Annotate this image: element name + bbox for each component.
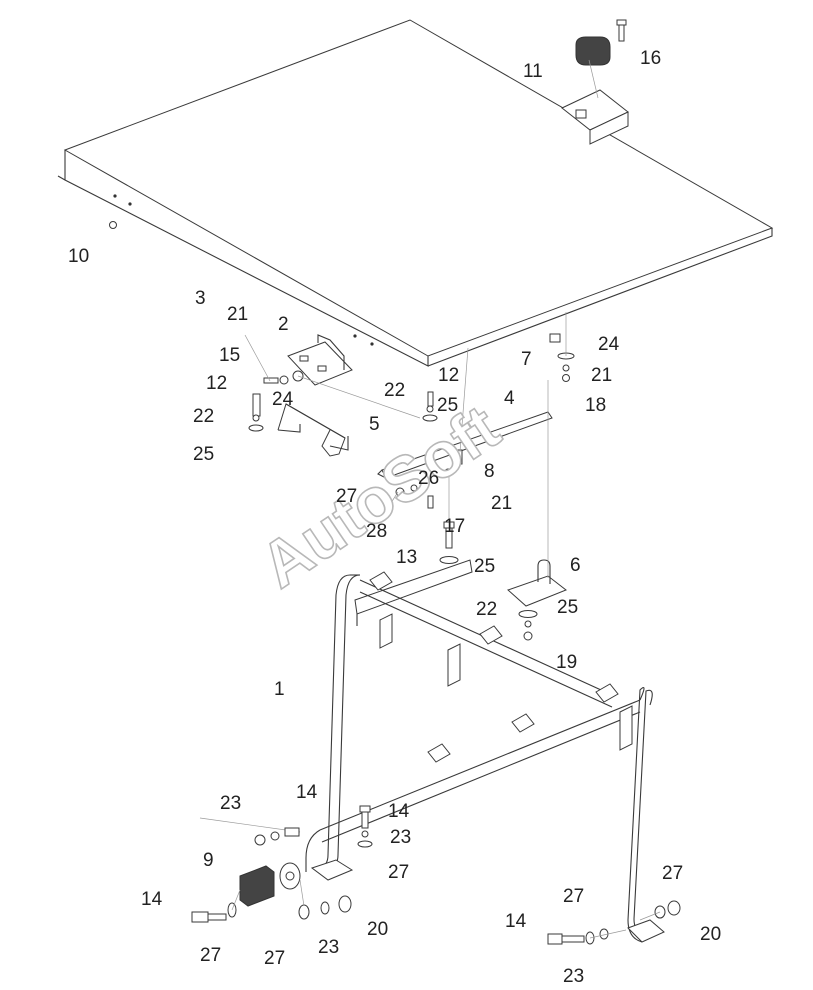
bolt-13 — [439, 472, 459, 564]
callout: 27 — [388, 862, 409, 883]
callout: 25 — [437, 395, 458, 416]
callout: 25 — [557, 597, 578, 618]
hinge-bracket-top — [561, 59, 629, 145]
callout: 23 — [318, 937, 339, 958]
bracket-5 — [277, 403, 349, 457]
callout: 17 — [444, 516, 465, 537]
callout: 20 — [700, 924, 721, 945]
callout-labels: 1 2 3 4 5 6 7 8 9 10 11 12 12 13 14 14 1… — [68, 48, 721, 987]
callout: 9 — [203, 850, 214, 871]
callout: 22 — [476, 599, 497, 620]
callout: 7 — [521, 349, 532, 370]
callout: 27 — [662, 863, 683, 884]
callout: 23 — [563, 966, 584, 987]
bolt-16 — [616, 19, 627, 42]
clamp-plate-6 — [507, 380, 567, 641]
callout: 14 — [388, 801, 410, 822]
callout: 12 — [206, 373, 227, 394]
callout: 21 — [491, 493, 512, 514]
callout: 27 — [563, 886, 584, 907]
callout: 6 — [570, 555, 581, 576]
callout: 3 — [195, 288, 206, 309]
hardware-lower-right — [547, 900, 681, 945]
callout: 27 — [336, 486, 357, 507]
callout: 23 — [220, 793, 241, 814]
hardware-left-cluster — [244, 334, 438, 432]
callout: 15 — [219, 345, 240, 366]
hardware-mid-cluster — [379, 468, 452, 521]
callout: 4 — [504, 388, 515, 409]
callout: 11 — [523, 61, 543, 82]
callout: 10 — [68, 246, 89, 267]
screw-10 — [109, 221, 117, 229]
callout: 27 — [264, 948, 285, 969]
callout: 16 — [640, 48, 661, 69]
callout: 5 — [369, 414, 380, 435]
callout: 25 — [193, 444, 214, 465]
callout: 20 — [367, 919, 388, 940]
callout: 12 — [438, 365, 459, 386]
callout: 22 — [193, 406, 214, 427]
block-9 — [239, 862, 301, 907]
callout: 27 — [200, 945, 221, 966]
rail-4 — [377, 347, 553, 479]
roof-panel — [57, 19, 774, 367]
callout: 24 — [598, 334, 620, 355]
callout: 13 — [396, 547, 417, 568]
callout: 26 — [418, 468, 439, 489]
callout: 14 — [141, 889, 163, 910]
callout: 21 — [591, 365, 612, 386]
hardware-lower-left — [191, 805, 373, 923]
callout: 19 — [556, 652, 577, 673]
callout: 22 — [384, 380, 405, 401]
callout: 8 — [484, 461, 495, 482]
callout: 28 — [366, 521, 387, 542]
callout: 2 — [278, 314, 289, 335]
callout: 1 — [274, 679, 285, 700]
callout: 14 — [505, 911, 527, 932]
callout: 23 — [390, 827, 411, 848]
callout: 18 — [585, 395, 606, 416]
plate-2 — [287, 334, 353, 386]
callout: 14 — [296, 782, 318, 803]
callout: 25 — [474, 556, 495, 577]
hardware-right-cluster — [549, 312, 575, 382]
cap-11 — [575, 36, 611, 66]
callout: 21 — [227, 304, 248, 325]
callout: 24 — [272, 389, 294, 410]
frame-1 — [305, 559, 665, 943]
